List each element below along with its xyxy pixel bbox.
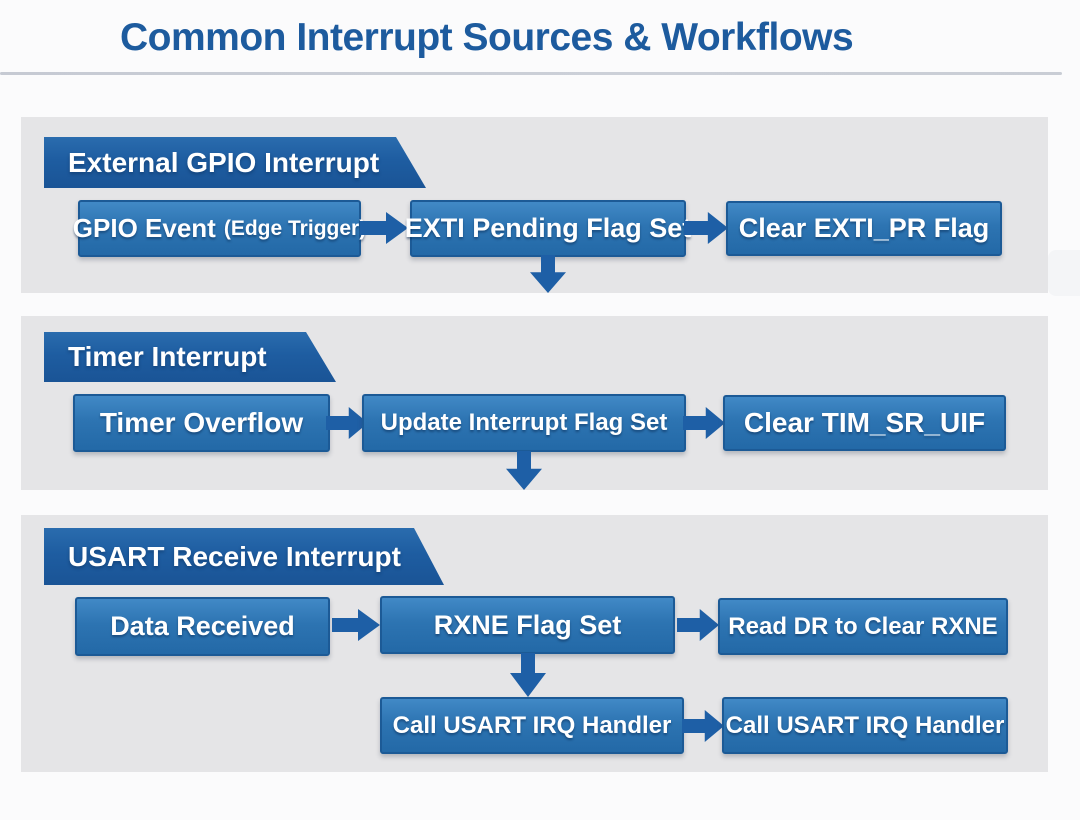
section-header-usart: USART Receive Interrupt — [44, 528, 444, 585]
flow-box-label: Read DR to Clear RXNE — [728, 612, 998, 640]
arrow-right-icon — [360, 209, 408, 247]
flow-box-timer-overflow: Timer Overflow — [73, 394, 330, 452]
flow-box-clear-tim-sr-uif: Clear TIM_SR_UIF — [723, 395, 1006, 451]
arrow-down-icon — [529, 255, 567, 293]
arrow-down-icon — [505, 451, 543, 490]
arrow-right-icon — [677, 606, 719, 644]
flow-box-label: Timer Overflow — [99, 407, 304, 438]
flow-box-sublabel: (Edge Trigger) — [223, 216, 367, 240]
section-header-label: External GPIO Interrupt — [68, 146, 380, 178]
section-header-timer: Timer Interrupt — [44, 332, 336, 382]
flow-box-label: Data Received — [110, 611, 295, 641]
flow-box-label: Call USART IRQ Handler — [725, 711, 1005, 739]
arrow-right-icon — [683, 404, 725, 442]
arrow-right-icon — [682, 707, 724, 745]
flow-box-label: Clear EXTI_PR Flag — [738, 213, 990, 243]
title-divider — [0, 72, 1062, 75]
flow-box-label: Call USART IRQ Handler — [392, 711, 672, 739]
section-header-label: Timer Interrupt — [68, 341, 267, 372]
flow-box-read-dr-clear-rxne: Read DR to Clear RXNE — [718, 598, 1008, 655]
flow-box-call-usart-irq-handler-1: Call USART IRQ Handler — [380, 697, 684, 754]
flow-box-label: Update Interrupt Flag Set — [380, 409, 668, 436]
arrow-right-icon — [332, 606, 380, 644]
flow-box-data-received: Data Received — [75, 597, 330, 656]
flow-box-rxne-flag-set: RXNE Flag Set — [380, 596, 675, 654]
flow-box-call-usart-irq-handler-2: Call USART IRQ Handler — [722, 697, 1008, 754]
flow-box-label: EXTI Pending Flag Set — [404, 213, 692, 243]
flow-box-label: GPIO Event — [72, 213, 216, 243]
flow-box-exti-pending-flag: EXTI Pending Flag Set — [405, 200, 691, 257]
arrow-right-icon — [326, 404, 368, 442]
background-artifact — [1048, 250, 1080, 296]
page-title: Common Interrupt Sources & Workflows — [120, 16, 854, 59]
arrow-right-icon — [684, 209, 728, 247]
arrow-down-icon — [509, 653, 547, 697]
flow-box-clear-exti-pr: Clear EXTI_PR Flag — [726, 201, 1002, 256]
flow-box-label: Clear TIM_SR_UIF — [743, 407, 986, 438]
section-header-label: USART Receive Interrupt — [68, 540, 401, 572]
flow-box-label: RXNE Flag Set — [433, 609, 622, 640]
flow-box-gpio-event: GPIO Event (Edge Trigger) — [73, 200, 366, 257]
section-header-external-gpio: External GPIO Interrupt — [44, 137, 426, 188]
flow-box-update-interrupt-flag: Update Interrupt Flag Set — [362, 394, 686, 452]
